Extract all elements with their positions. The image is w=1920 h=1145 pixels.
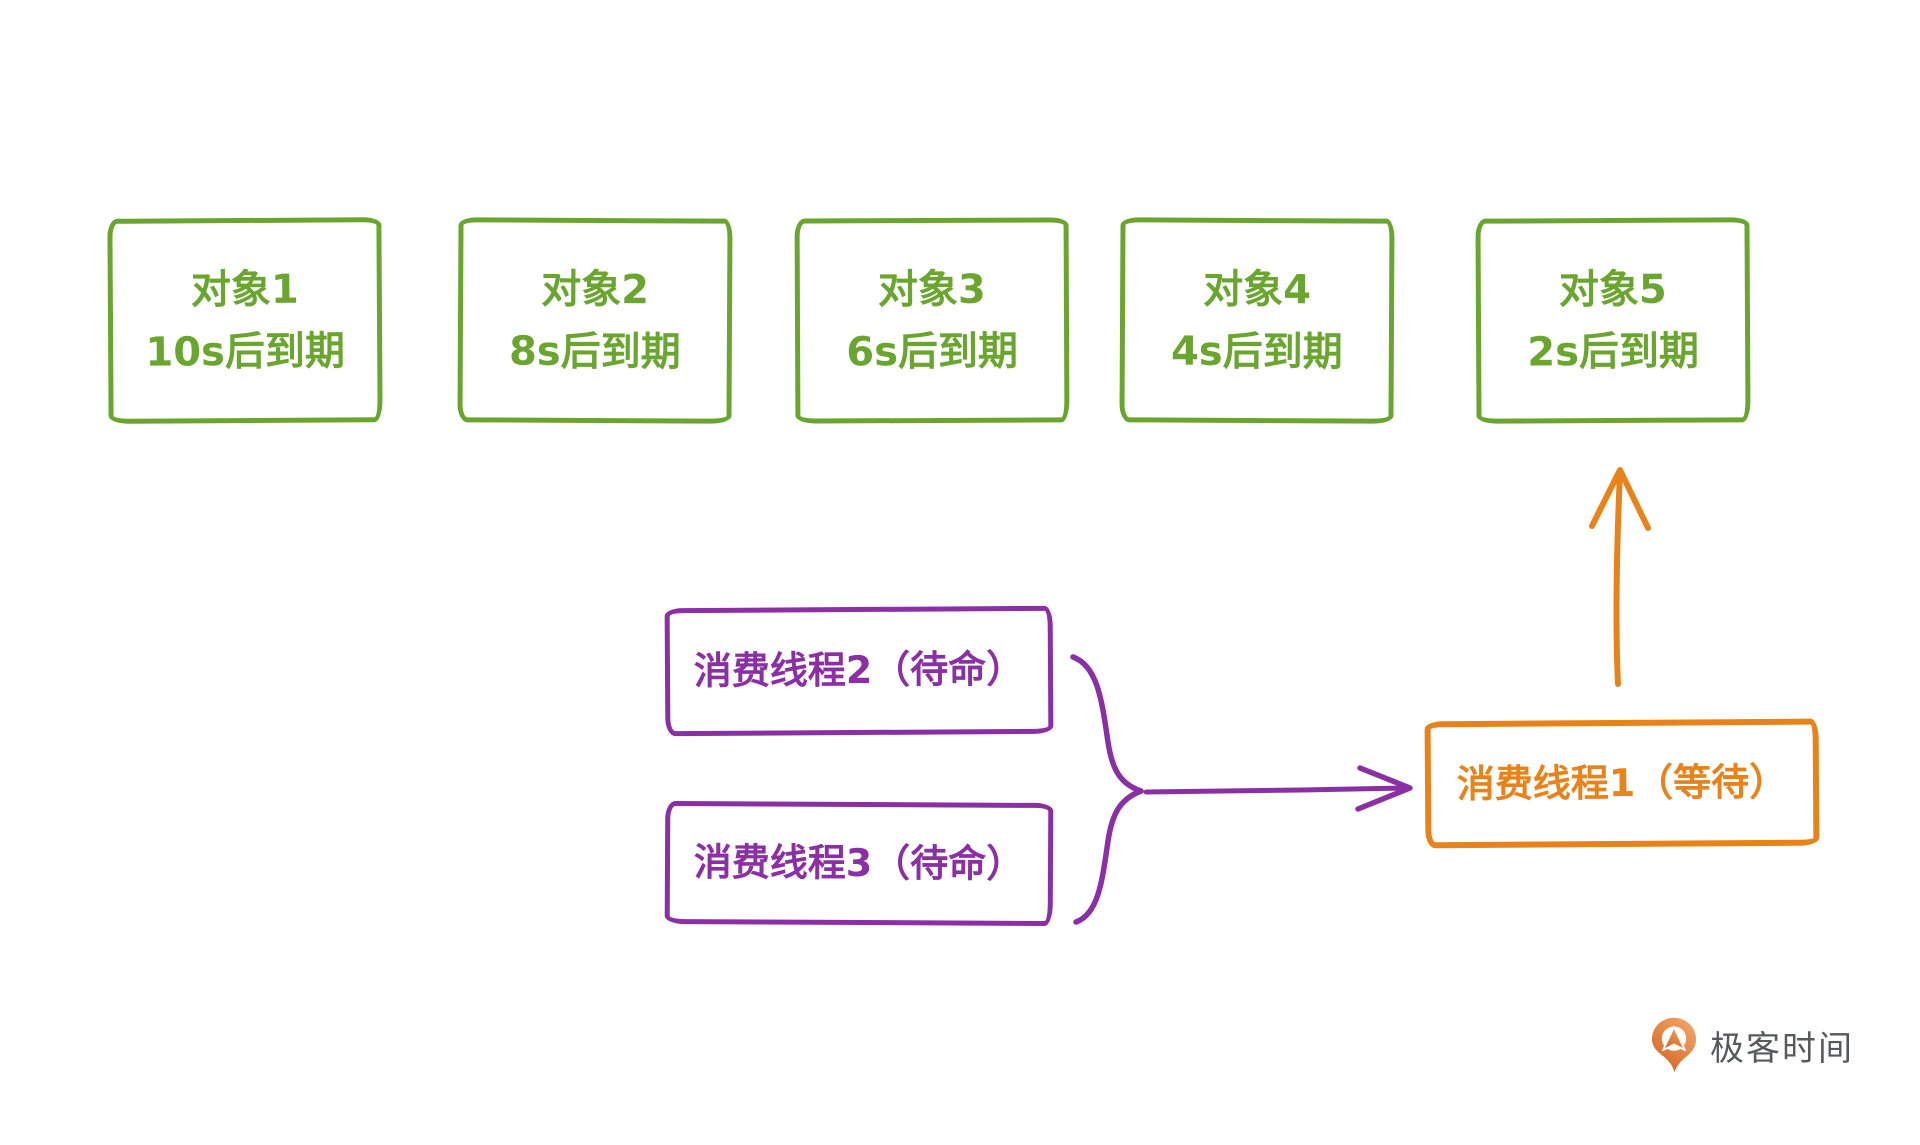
standby-thread-box-2: 消费线程2（待命）: [664, 605, 1054, 737]
geektime-logo-text: 极客时间: [1710, 1028, 1854, 1069]
object-box-5: 对象5 2s后到期: [1475, 217, 1751, 424]
object-4-expiry: 4s后到期: [1170, 328, 1343, 375]
object-2-title: 对象2: [541, 266, 650, 313]
object-box-1: 对象1 10s后到期: [107, 217, 383, 424]
object-box-3: 对象3 6s后到期: [794, 217, 1070, 424]
geektime-logo: 极客时间: [1648, 1016, 1854, 1074]
object-4-title: 对象4: [1203, 266, 1312, 313]
object-1-expiry: 10s后到期: [145, 327, 346, 376]
arrow-right-head-icon: [1355, 765, 1413, 812]
standby-thread-2-label: 消费线程2（待命）: [693, 647, 1025, 694]
standby-thread-box-3: 消费线程3（待命）: [664, 800, 1054, 927]
object-2-expiry: 8s后到期: [508, 328, 681, 375]
object-box-2: 对象2 8s后到期: [457, 217, 733, 424]
waiting-thread-box-1: 消费线程1（等待）: [1424, 718, 1820, 849]
object-5-expiry: 2s后到期: [1527, 328, 1700, 375]
waiting-thread-1-label: 消费线程1（等待）: [1456, 759, 1788, 806]
object-1-title: 对象1: [190, 266, 299, 313]
arrow-up-line: [1613, 469, 1623, 687]
arrow-up-head-icon: [1589, 467, 1651, 531]
object-3-title: 对象3: [877, 266, 986, 313]
geektime-icon: [1651, 1017, 1697, 1073]
standby-thread-3-label: 消费线程3（待命）: [693, 839, 1025, 886]
object-3-expiry: 6s后到期: [846, 328, 1019, 375]
object-5-title: 对象5: [1558, 266, 1667, 313]
arrow-right-line: [1143, 785, 1409, 795]
object-box-4: 对象4 4s后到期: [1119, 217, 1395, 424]
curly-brace-right-icon: [1070, 654, 1144, 925]
